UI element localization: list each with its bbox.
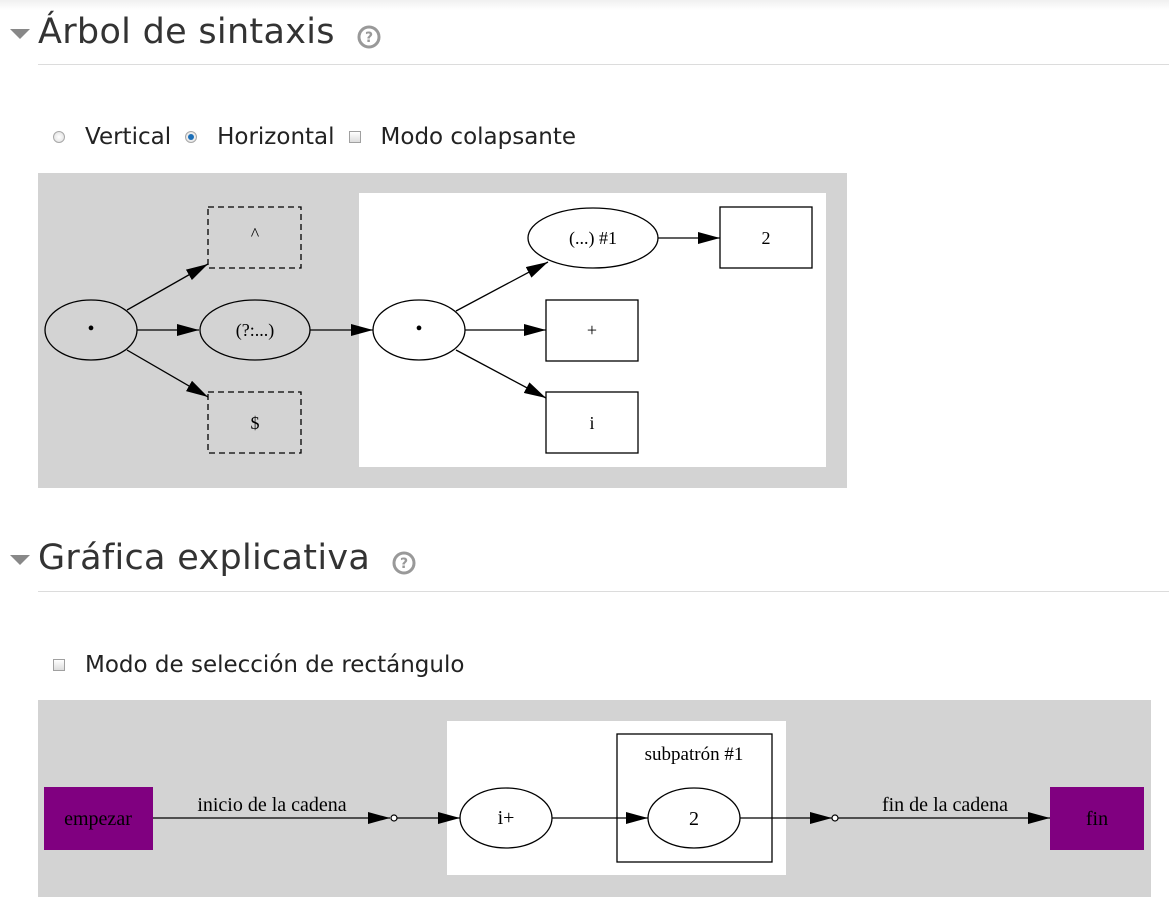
svg-text:$: $ [251, 413, 260, 433]
svg-text:i+: i+ [498, 807, 515, 829]
explanation-graph[interactable]: empezar inicio de la cadena i+ subpatrón… [38, 700, 1151, 897]
question-circle-icon[interactable]: ? [392, 551, 416, 575]
svg-text:?: ? [365, 30, 373, 46]
start-junction [390, 814, 398, 822]
horizontal-radio[interactable] [185, 131, 198, 143]
tree-node-caret[interactable]: ^ [207, 206, 302, 269]
question-circle-icon[interactable]: ? [357, 25, 381, 49]
svg-text:fin: fin [1086, 808, 1108, 830]
horizontal-label[interactable]: Horizontal [217, 124, 335, 150]
collapse-mode-label[interactable]: Modo colapsante [380, 124, 577, 150]
svg-text:•: • [415, 318, 422, 340]
collapse-mode-checkbox[interactable] [348, 131, 361, 143]
tree-node-i[interactable]: i [545, 391, 639, 454]
svg-text:empezar: empezar [64, 808, 132, 830]
svg-text:•: • [87, 318, 94, 340]
end-edge-label: fin de la cadena [882, 794, 1008, 816]
collapse-caret-icon[interactable] [10, 29, 30, 39]
svg-text:i: i [589, 413, 594, 433]
rectangle-selection-checkbox[interactable] [53, 659, 65, 671]
svg-text:?: ? [400, 556, 408, 572]
syntax-tree-graph[interactable]: • ^ (?:...) $ • (...) #1 [38, 173, 847, 488]
tree-node-root[interactable]: • [44, 299, 138, 361]
start-edge-label: inicio de la cadena [197, 794, 346, 816]
top-shadow [0, 0, 1169, 10]
svg-text:(?:...): (?:...) [236, 320, 274, 341]
tree-node-plus[interactable]: + [545, 299, 639, 362]
svg-text:2: 2 [762, 228, 771, 248]
explanation-options: Modo de selección de rectángulo [53, 652, 478, 678]
tree-node-dollar[interactable]: $ [207, 391, 302, 454]
tree-orientation-options: Vertical Horizontal Modo colapsante [53, 124, 590, 150]
explanation-graph-header[interactable]: Gráfica explicativa ? [10, 538, 416, 578]
subpattern-cluster[interactable]: subpatrón #1 [616, 733, 773, 863]
tree-node-noncapture[interactable]: (?:...) [199, 299, 311, 361]
end-junction [831, 814, 839, 822]
svg-text:subpatrón #1: subpatrón #1 [645, 744, 744, 765]
vertical-radio[interactable] [53, 131, 65, 143]
end-node[interactable]: fin [1050, 787, 1144, 850]
svg-text:2: 2 [689, 808, 699, 830]
section-title: Árbol de sintaxis [38, 12, 335, 52]
tree-node-two[interactable]: 2 [719, 206, 813, 269]
start-node[interactable]: empezar [44, 787, 153, 850]
section-divider [38, 64, 1169, 65]
svg-text:+: + [587, 320, 597, 340]
syntax-tree-header[interactable]: Árbol de sintaxis ? [10, 12, 381, 52]
svg-text:(...) #1: (...) #1 [569, 228, 617, 249]
section-title: Gráfica explicativa [38, 538, 371, 578]
vertical-label[interactable]: Vertical [85, 124, 172, 150]
section-divider [38, 591, 1169, 592]
collapse-caret-icon[interactable] [10, 555, 30, 565]
rectangle-selection-label[interactable]: Modo de selección de rectángulo [85, 652, 465, 678]
selected-subtree-highlight [359, 193, 826, 467]
svg-text:^: ^ [251, 224, 260, 244]
